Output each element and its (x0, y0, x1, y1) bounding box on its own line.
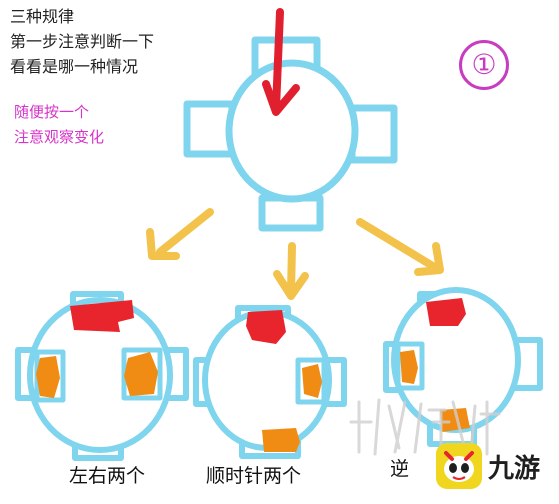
hint-line-1: 随便按一个 (14, 103, 90, 121)
top-table-group (183, 36, 398, 232)
right-red-mark (426, 298, 466, 326)
yellow-arrows (146, 208, 444, 300)
left-orange-mark-left (36, 356, 60, 398)
instruction-line-3: 看看是哪一种情况 (10, 57, 139, 76)
top-chair-down (258, 194, 324, 232)
caption-clockwise-two: 顺时针两个 (206, 465, 302, 487)
instruction-line-2: 第一步注意判断一下 (10, 32, 155, 51)
middle-table-group (193, 305, 347, 459)
hint-line-2: 注意观察变化 (14, 128, 105, 146)
middle-orange-mark-bottom (262, 428, 300, 452)
step-number-badge: ① (459, 40, 509, 90)
logo-brand-text: 九游 (488, 453, 541, 484)
yellow-arrow-left (146, 208, 214, 260)
right-orange-mark-bottom (440, 408, 470, 432)
middle-inner-chair-right (295, 357, 327, 405)
instruction-line-1: 三种规律 (10, 7, 75, 26)
logo-mark-icon (436, 443, 482, 489)
top-table (225, 59, 359, 203)
left-table-group (15, 291, 189, 461)
left-inner-chair-right (121, 347, 163, 401)
right-table-group (383, 287, 543, 447)
left-red-mark (70, 300, 134, 332)
yellow-arrow-right (356, 218, 444, 276)
left-orange-mark-right (124, 352, 158, 396)
middle-red-mark (246, 310, 286, 344)
middle-orange-mark-right (302, 364, 322, 398)
top-chair-left (183, 100, 236, 158)
caption-left-right-two: 左右两个 (69, 465, 146, 487)
left-table (27, 297, 173, 453)
red-arrow (262, 8, 300, 116)
jiuyou-logo: 九游 (436, 438, 554, 494)
right-inner-chair-left (395, 341, 425, 391)
caption-counterclockwise: 逆 (390, 458, 410, 480)
right-orange-mark-left (400, 350, 418, 384)
watermark-image (349, 398, 501, 456)
yellow-arrow-middle (273, 242, 309, 300)
